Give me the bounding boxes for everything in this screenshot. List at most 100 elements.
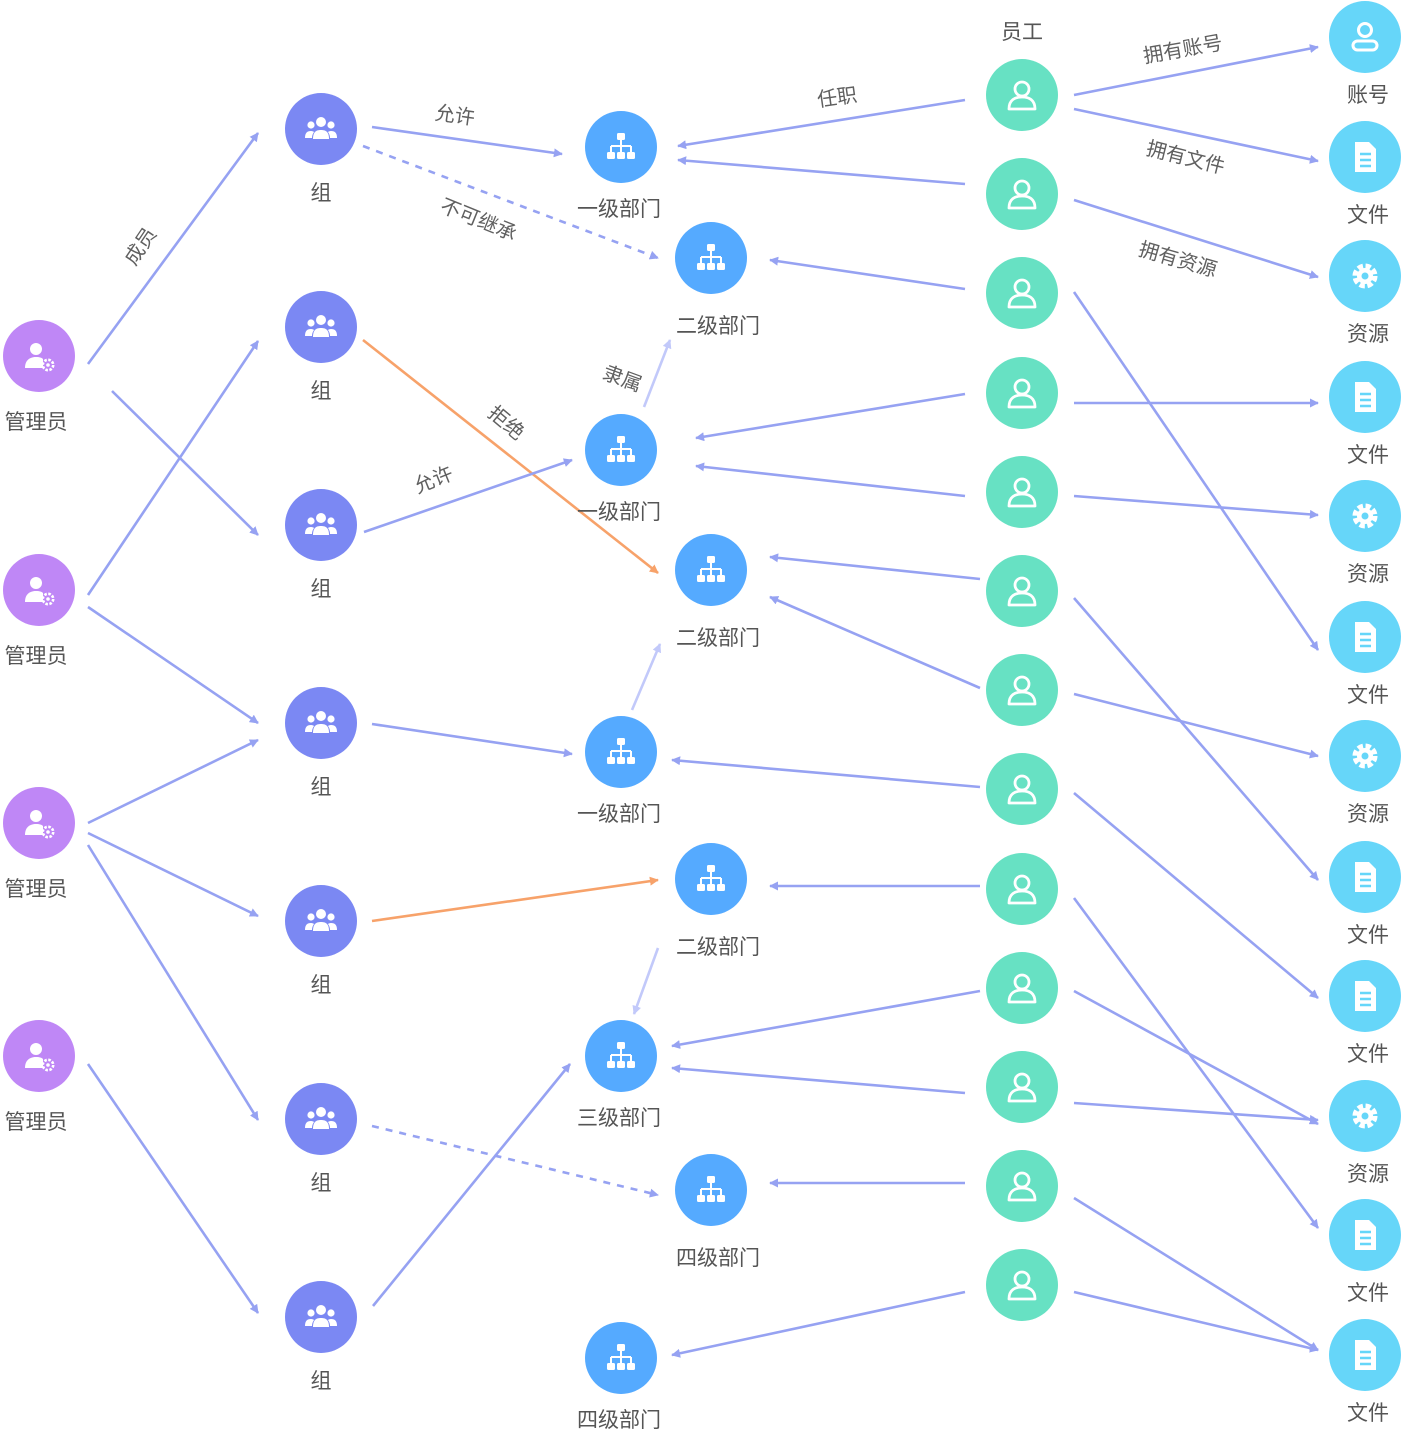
resource-node-2 (1329, 121, 1401, 193)
edge-27 (671, 756, 981, 789)
edge-13 (371, 722, 573, 758)
group-node-6 (285, 1083, 357, 1155)
resource-node-6 (1329, 601, 1401, 673)
resource-node-10 (1329, 1080, 1401, 1152)
employee-icon (1002, 1166, 1042, 1206)
org-chart-icon (601, 1036, 641, 1076)
employee-node-4 (986, 356, 1058, 429)
edge-45 (1073, 1196, 1319, 1352)
dept-node-3 (585, 414, 657, 486)
group-node-4 (285, 687, 357, 759)
edge-40 (1073, 692, 1319, 759)
group-node-7 (285, 1281, 357, 1353)
dept-node-9 (585, 1322, 657, 1394)
file-icon (1345, 1215, 1385, 1255)
dept-label: 一级部门 (577, 802, 661, 826)
admin-gear-icon (19, 336, 59, 376)
resource-label: 资源 (1347, 1162, 1389, 1186)
resource-label: 文件 (1347, 1042, 1389, 1066)
account-icon (1345, 17, 1385, 57)
edge-1 (86, 132, 260, 365)
dept-label: 三级部门 (577, 1106, 661, 1130)
edge-29 (671, 989, 981, 1050)
group-label: 组 (310, 181, 332, 205)
admin-gear-icon (19, 570, 59, 610)
edge-7 (86, 844, 260, 1121)
dept-node-1 (585, 111, 657, 183)
admin-node-2 (3, 554, 75, 626)
dept-node-2 (675, 222, 747, 294)
group-people-icon (301, 901, 341, 941)
edge-33 (1073, 44, 1319, 97)
group-people-icon (301, 1099, 341, 1139)
employee-node-12 (986, 1150, 1058, 1223)
resource-label: 文件 (1347, 683, 1389, 707)
edge-24 (695, 462, 966, 498)
dept-node-6 (675, 843, 747, 915)
group-label: 组 (310, 775, 332, 799)
edge-2 (111, 390, 259, 536)
employee-icon (1002, 1265, 1042, 1305)
org-chart-icon (691, 1170, 731, 1210)
edge-20 (677, 98, 966, 150)
resource-node-1 (1329, 1, 1401, 73)
admin-node-1 (3, 320, 75, 392)
edge-6 (87, 831, 259, 918)
dept-node-4 (675, 534, 747, 606)
employee-node-8 (986, 753, 1058, 826)
group-node-3 (285, 489, 357, 561)
file-icon (1345, 976, 1385, 1016)
employee-node-2 (986, 158, 1058, 231)
admin-gear-icon (19, 1036, 59, 1076)
employee-node-13 (986, 1249, 1058, 1322)
gear-icon (1345, 496, 1385, 536)
resource-label: 文件 (1347, 443, 1389, 467)
gear-icon (1345, 256, 1385, 296)
employee-icon (1002, 769, 1042, 809)
edge-30 (671, 1064, 966, 1095)
employee-icon (1002, 174, 1042, 214)
group-label: 组 (310, 379, 332, 403)
group-label: 组 (310, 973, 332, 997)
group-node-5 (285, 885, 357, 957)
employee-icon (1002, 273, 1042, 313)
edge-12 (363, 458, 573, 534)
admin-label: 管理员 (4, 877, 68, 901)
employee-node-7 (986, 654, 1058, 727)
file-icon (1345, 857, 1385, 897)
dept-label: 四级部门 (676, 1246, 760, 1270)
resource-label: 资源 (1347, 322, 1389, 346)
edge-label-post: 任职 (816, 82, 859, 111)
resource-label: 文件 (1347, 923, 1389, 947)
employee-icon (1002, 472, 1042, 512)
group-label: 组 (310, 1369, 332, 1393)
employee-node-6 (986, 555, 1058, 627)
employee-node-9 (986, 852, 1058, 925)
edge-38 (1073, 494, 1319, 519)
resource-node-11 (1329, 1199, 1401, 1271)
resource-label: 资源 (1347, 802, 1389, 826)
admin-gear-icon (19, 803, 59, 843)
employee-icon (1002, 869, 1042, 909)
edge-32 (671, 1290, 966, 1358)
edge-8 (86, 1063, 260, 1314)
resource-label: 文件 (1347, 203, 1389, 227)
gear-icon (1345, 1096, 1385, 1136)
resource-node-3 (1329, 240, 1401, 312)
employee-node-10 (986, 951, 1058, 1024)
dept-label: 二级部门 (676, 935, 760, 959)
group-label: 组 (310, 577, 332, 601)
admin-label: 管理员 (4, 410, 68, 434)
group-people-icon (301, 505, 341, 545)
edge-label-allow: 允许 (433, 100, 476, 129)
edge-10 (362, 144, 659, 260)
edge-44 (1073, 1101, 1319, 1124)
admin-node-4 (3, 1020, 75, 1092)
admin-node-3 (3, 787, 75, 859)
edge-23 (695, 392, 966, 442)
edge-41 (1073, 792, 1319, 999)
resource-node-5 (1329, 480, 1401, 552)
edge-17 (642, 339, 672, 408)
edge-36 (1072, 291, 1320, 651)
resource-label: 资源 (1347, 562, 1389, 586)
